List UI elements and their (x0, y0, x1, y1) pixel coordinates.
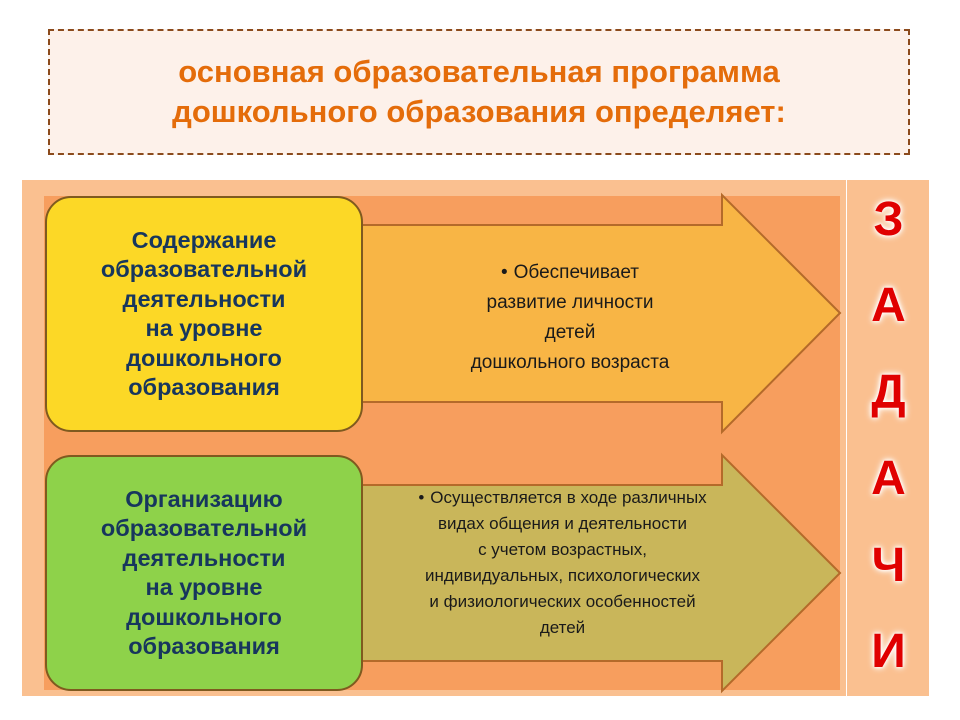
title-box: основная образовательная программа дошко… (48, 29, 910, 155)
arrow-bottom-text: • Осуществляется в ходе различных видах о… (365, 485, 760, 641)
content-box-line: образования (128, 374, 280, 400)
organization-box-line: дошкольного (126, 603, 282, 630)
zadachi-letter: Д (871, 365, 906, 419)
arrow-bottom-line: и физиологических особенностей (429, 592, 696, 611)
content-box-line: дошкольного (126, 344, 282, 371)
arrow-top-text: •Обеспечивает развитие личности детей до… (425, 258, 715, 378)
organization-box-line: Организацию (125, 485, 283, 512)
content-box-line: на уровне (145, 315, 263, 341)
arrow-top (359, 192, 842, 435)
zadachi-letter: А (871, 279, 906, 333)
organization-box-line: образовательной (100, 515, 308, 541)
arrow-bottom-line: индивидуальных, психологических (425, 566, 700, 585)
organization-box-line: образования (128, 633, 280, 659)
arrow-bottom-line: с учетом возрастных, (478, 540, 647, 559)
title-line-2: дошкольного образования определяет: (172, 94, 786, 129)
arrow-bottom-line: видах общения и деятельности (437, 514, 688, 533)
organization-box: Организацию образовательной деятельности… (45, 455, 363, 691)
content-box: Содержание образовательной деятельности … (45, 196, 363, 432)
content-box-line: деятельности (122, 285, 286, 312)
zadachi-column: З А Д А Ч И (848, 180, 929, 696)
organization-box-line: на уровне (145, 574, 263, 600)
arrow-bottom-line-text: Осуществляется в ходе различных (430, 488, 707, 507)
zadachi-letter: А (871, 452, 906, 506)
content-box-line: образовательной (100, 256, 308, 282)
arrow-top-line: детей (544, 322, 596, 343)
arrow-bottom-line: детей (539, 618, 586, 637)
arrow-bottom-line: • Осуществляется в ходе различных (365, 485, 760, 511)
panel-divider (846, 180, 847, 696)
content-box-line: Содержание (131, 226, 277, 253)
zadachi-letter: Ч (871, 538, 906, 592)
title-line-1: основная образовательная программа (178, 54, 780, 89)
zadachi-letter: И (871, 624, 906, 678)
bullet-icon: • (501, 262, 508, 283)
arrow-top-line: дошкольного возраста (470, 352, 670, 373)
arrow-top-line-text: Обеспечивает (513, 262, 639, 283)
arrow-bottom (359, 452, 842, 694)
arrow-top-line: •Обеспечивает (425, 258, 715, 288)
organization-box-line: деятельности (122, 544, 286, 571)
arrow-top-line: развитие личности (486, 292, 654, 313)
zadachi-letter: З (873, 193, 904, 246)
bullet-icon: • (418, 488, 425, 507)
